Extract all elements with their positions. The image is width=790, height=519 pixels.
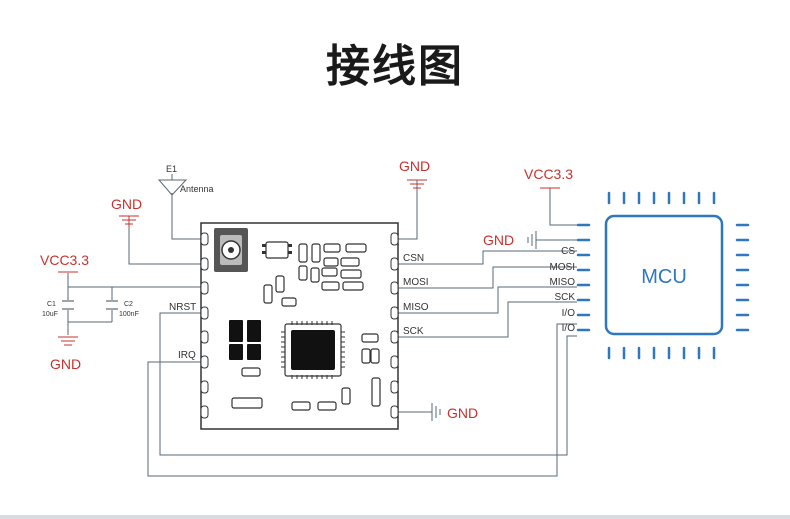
bottom-divider bbox=[0, 515, 790, 519]
mcu-pin-miso: MISO bbox=[549, 277, 575, 288]
mcu-pin-io-2: I/O bbox=[562, 323, 576, 334]
small-ic-icon bbox=[262, 241, 292, 259]
rf-module bbox=[200, 222, 399, 430]
chip-icon bbox=[281, 321, 345, 379]
rf-connector-icon bbox=[214, 228, 248, 272]
vcc-wire bbox=[67, 273, 201, 288]
c1-ref: C1 bbox=[47, 301, 56, 308]
right-pads bbox=[390, 232, 399, 419]
antenna-icon bbox=[157, 174, 188, 196]
pin-label-miso: MISO bbox=[403, 302, 429, 313]
ground-symbol bbox=[119, 215, 139, 227]
ground-symbol-lower bbox=[58, 336, 78, 346]
mcu-top-pins bbox=[607, 191, 716, 205]
c2-val: 100nF bbox=[119, 311, 139, 318]
left-gnd-label: GND bbox=[111, 196, 142, 212]
mosi-wire bbox=[398, 266, 577, 289]
left-gnd-wire bbox=[128, 227, 201, 265]
top-gnd-label: GND bbox=[399, 158, 430, 174]
mcu-label: MCU bbox=[641, 266, 687, 288]
pin-label-mosi: MOSI bbox=[403, 277, 429, 288]
miso-wire bbox=[398, 286, 577, 314]
ground-symbol-top bbox=[407, 179, 427, 189]
wires bbox=[67, 180, 577, 477]
antenna-wire bbox=[171, 193, 201, 240]
left-vcc-label: VCC3.3 bbox=[40, 252, 89, 268]
capacitor-symbol bbox=[62, 300, 118, 310]
antenna-ref: E1 bbox=[166, 164, 177, 174]
mcu-pin-cs: CS bbox=[561, 246, 575, 257]
pin-label-csn: CSN bbox=[403, 253, 424, 264]
ground-symbol-module bbox=[431, 403, 441, 421]
pin-label-nrst: NRST bbox=[169, 302, 196, 313]
antenna-label: Antenna bbox=[180, 184, 214, 194]
module-gnd-label: GND bbox=[447, 405, 478, 421]
mcu-vcc-label: VCC3.3 bbox=[524, 166, 573, 182]
ground-symbol-mcu bbox=[527, 231, 537, 249]
pin-label-irq: IRQ bbox=[178, 350, 196, 361]
passive-components bbox=[231, 243, 381, 411]
mcu-gnd-label: GND bbox=[483, 232, 514, 248]
lower-gnd-label: GND bbox=[50, 356, 81, 372]
nrst-io-wire bbox=[159, 312, 577, 456]
top-gnd-wire bbox=[398, 180, 418, 240]
mcu-pin-mosi: MOSI bbox=[549, 262, 575, 273]
black-pads-icon bbox=[229, 320, 261, 360]
mcu-pin-io-1: I/O bbox=[562, 308, 576, 319]
mcu-pin-sck: SCK bbox=[554, 292, 575, 303]
mcu-right-pins bbox=[735, 223, 750, 332]
diagram-title: 接线图 bbox=[326, 41, 464, 92]
left-pads bbox=[200, 232, 209, 419]
c1-val: 10uF bbox=[42, 311, 58, 318]
c2-ref: C2 bbox=[124, 301, 133, 308]
sck-wire bbox=[398, 301, 577, 338]
mcu-bottom-pins bbox=[607, 346, 716, 360]
irq-wire bbox=[147, 323, 577, 477]
pin-label-sck: SCK bbox=[403, 326, 424, 337]
mcu-left-pins bbox=[576, 223, 591, 332]
csn-wire bbox=[398, 250, 577, 265]
mcu-vcc-wire bbox=[549, 188, 577, 226]
mcu-block bbox=[576, 191, 750, 360]
